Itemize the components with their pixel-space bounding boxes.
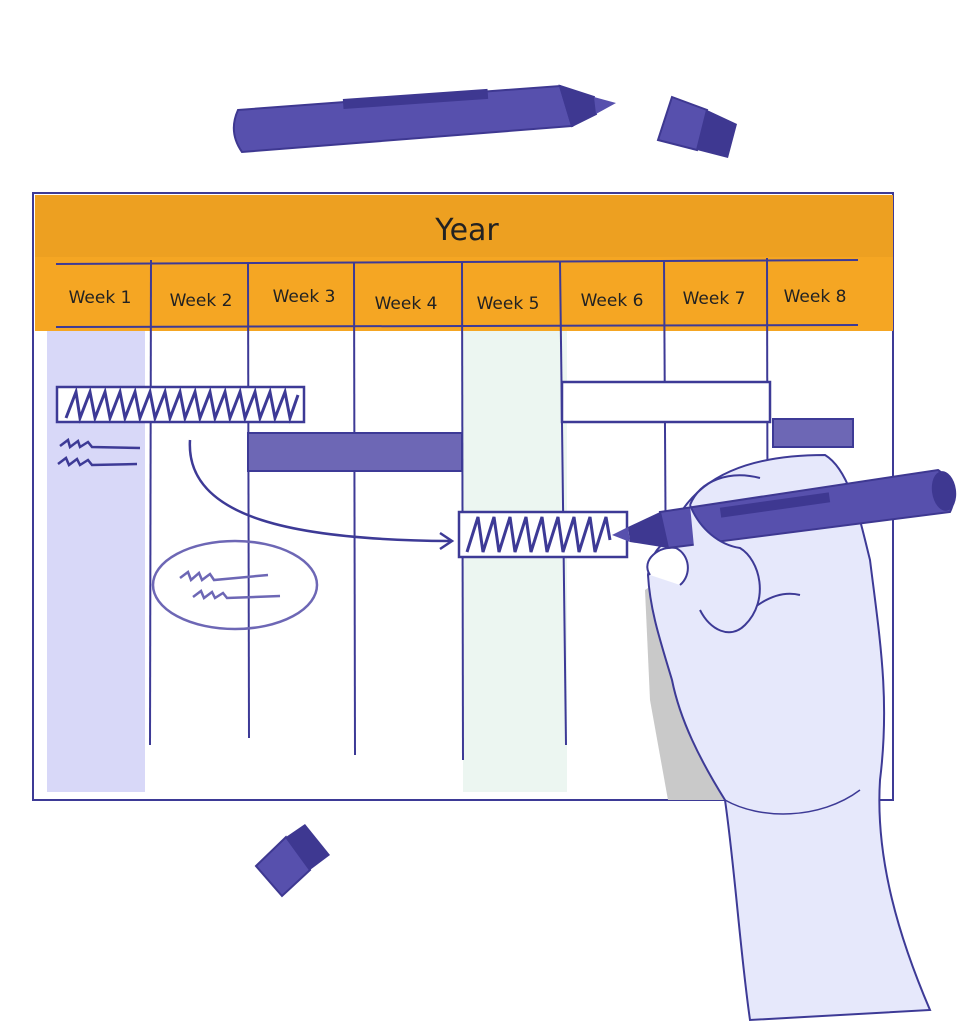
- task-bars: [55, 380, 854, 559]
- column-line: [559, 261, 567, 746]
- cap-end: [286, 824, 330, 870]
- note-bubble: [151, 539, 319, 631]
- hand-fingers-front: [689, 504, 761, 634]
- header-bottom-line: [55, 324, 859, 328]
- notes: [57, 437, 319, 631]
- marker-tip: [594, 97, 616, 114]
- marker-clip: [719, 492, 831, 518]
- task-bar-outline: [560, 380, 772, 424]
- marker-nib-holder: [628, 512, 668, 548]
- header-top-shade: [35, 195, 893, 257]
- week-label: Week 1: [69, 288, 132, 308]
- column-line: [149, 259, 152, 746]
- task-bar-small: [772, 418, 854, 448]
- week-label: Week 2: [170, 291, 233, 311]
- week-label: Week 8: [784, 287, 847, 307]
- arrow-icon: [188, 439, 451, 543]
- marker-clip: [342, 88, 489, 110]
- marker-pen-icon: [232, 84, 616, 154]
- hand-finger: [646, 546, 689, 586]
- marker-tip: [612, 527, 630, 542]
- week-label: Week 7: [683, 289, 746, 309]
- marker-pen-icon: [612, 468, 957, 550]
- marker-end: [931, 471, 957, 511]
- column-line: [353, 261, 356, 756]
- board-title: Year: [434, 213, 499, 248]
- marker-body: [232, 84, 574, 154]
- week-labels: Week 1 Week 2 Week 3 Week 4 Week 5 Week …: [69, 287, 847, 314]
- week-label: Week 3: [273, 287, 336, 307]
- task-bar-solid: [247, 432, 463, 472]
- marker-cap-icon: [254, 824, 330, 898]
- arrowhead: [439, 531, 455, 551]
- header-divider: [55, 259, 859, 265]
- hatch-scribble: [64, 386, 300, 424]
- hand-wrist: [724, 789, 861, 815]
- column-line: [247, 261, 250, 739]
- note-scribble: [59, 437, 141, 450]
- week-label: Week 4: [375, 294, 438, 314]
- week-label: Week 6: [581, 291, 644, 311]
- note-scribble: [192, 589, 281, 600]
- cap-end: [697, 110, 737, 158]
- hatch-scribble: [465, 516, 612, 553]
- marker-cap-icon: [656, 95, 737, 158]
- note-scribble: [57, 456, 138, 467]
- week-label: Week 5: [477, 294, 540, 314]
- note-scribble: [179, 569, 269, 583]
- hand-finger: [689, 474, 761, 506]
- week5-column-highlight: [463, 325, 567, 792]
